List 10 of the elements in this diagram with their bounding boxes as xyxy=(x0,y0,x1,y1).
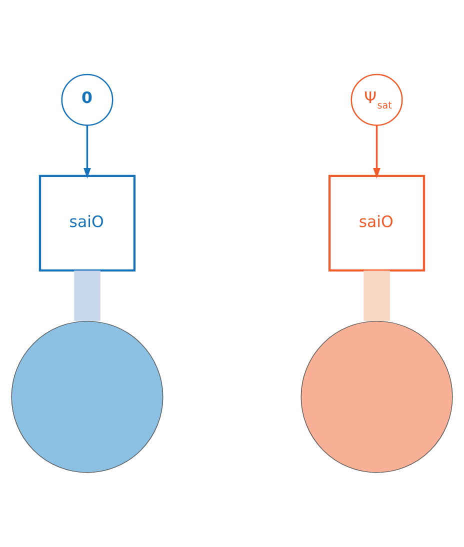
node-circle xyxy=(11,320,164,473)
node-circle xyxy=(300,320,453,473)
node-box: saiO xyxy=(328,174,426,272)
connector xyxy=(364,270,390,321)
node-circle: Ψ$_{sat}$ xyxy=(350,74,403,126)
arrow xyxy=(373,125,380,179)
arrow xyxy=(84,125,91,179)
node-circle: 0 xyxy=(61,74,114,126)
node-box: saiO xyxy=(38,174,136,272)
connector xyxy=(74,270,100,321)
